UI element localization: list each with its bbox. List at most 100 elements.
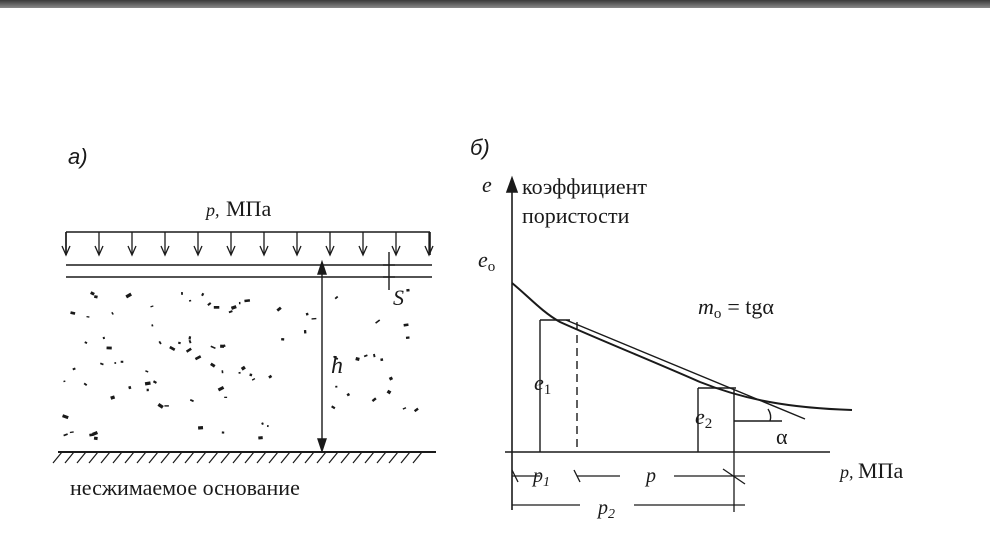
soil-speck	[220, 344, 225, 348]
hatch-stroke	[280, 451, 291, 464]
hatch-stroke	[196, 451, 207, 464]
soil-speck	[224, 396, 228, 398]
soil-speck	[363, 354, 368, 358]
soil-speck	[63, 380, 66, 383]
hatch-stroke	[352, 451, 363, 464]
soil-speck	[333, 355, 339, 360]
hatch-stroke	[52, 451, 63, 464]
soil-speck	[371, 397, 377, 402]
soil-speck	[251, 377, 256, 381]
settlement-label: S	[393, 285, 404, 310]
alpha-label: α	[776, 424, 788, 449]
soil-speck	[150, 305, 154, 308]
soil-speck	[114, 362, 117, 364]
soil-speck	[125, 292, 132, 299]
y-axis-symbol: e	[482, 172, 492, 197]
y-axis-caption-line2: пористости	[522, 203, 630, 228]
soil-speck	[244, 299, 251, 303]
hatch-stroke	[376, 451, 387, 464]
x-axis-symbol: p,	[838, 462, 854, 482]
soil-speck	[217, 385, 225, 392]
hatch-stroke	[412, 451, 423, 464]
panel-a-label: а)	[68, 144, 88, 169]
hatch-stroke	[304, 451, 315, 464]
soil-speck	[194, 355, 202, 361]
soil-speck	[93, 295, 98, 299]
soil-speck	[228, 310, 233, 314]
hatch-stroke	[100, 451, 111, 464]
panel-a: а) p, МПа S h	[52, 144, 436, 500]
soil-speck	[152, 380, 157, 384]
hatch-stroke	[388, 451, 399, 464]
soil-speck	[258, 436, 263, 440]
y-axis	[505, 175, 519, 510]
soil-speck	[223, 344, 226, 348]
hatch-stroke	[268, 451, 279, 464]
soil-speck	[268, 374, 273, 379]
soil-speck	[92, 430, 99, 436]
panel-b: б) e коэффициент пористости p, МПа eo α	[470, 135, 903, 522]
hatch-stroke	[172, 451, 183, 464]
soil-speck	[388, 376, 394, 381]
load-arrowhead	[358, 245, 368, 257]
compression-curve	[511, 282, 853, 411]
soil-speck	[90, 291, 95, 296]
hatch-stroke	[256, 451, 267, 464]
soil-speck	[406, 288, 410, 292]
soil-speck	[169, 345, 176, 351]
soil-speck	[346, 392, 351, 397]
soil-speck	[83, 382, 88, 387]
delta-p-label: p	[644, 465, 656, 487]
top-border-strip	[0, 0, 990, 8]
soil-speck	[164, 405, 169, 407]
load-arrowhead	[325, 245, 335, 257]
soil-speck	[210, 362, 216, 368]
soil-speck	[177, 341, 181, 345]
y-axis-caption-line1: коэффициент	[522, 174, 647, 199]
load-arrowhead	[94, 245, 104, 257]
settlement-marker	[383, 252, 395, 290]
soil-speck	[99, 362, 104, 366]
hatch-stroke	[232, 451, 243, 464]
load-arrowhead	[226, 245, 236, 257]
hatch-stroke	[316, 451, 327, 464]
soil-speck	[386, 389, 392, 395]
hatch-stroke	[292, 451, 303, 464]
hatch-stroke	[244, 451, 255, 464]
alpha-arc	[767, 408, 772, 422]
soil-speck	[266, 425, 269, 428]
soil-speck	[185, 347, 192, 353]
p1-label: p1	[531, 465, 550, 490]
soil-speck	[230, 305, 237, 310]
soil-speck	[375, 319, 381, 324]
hatch-stroke	[208, 451, 219, 464]
hatch-stroke	[160, 451, 171, 464]
soil-speck	[86, 316, 90, 318]
soil-speck	[198, 426, 204, 430]
soil-speck	[240, 365, 246, 371]
soil-speck	[221, 431, 225, 434]
hatch-stroke	[148, 451, 159, 464]
load-arrowhead	[160, 245, 170, 257]
height-label: h	[331, 353, 343, 379]
soil-speck	[84, 341, 88, 345]
hatch-stroke	[340, 451, 351, 464]
soil-speck	[331, 405, 336, 410]
soil-speck	[63, 433, 68, 437]
soil-speck	[72, 367, 76, 371]
hatch-stroke	[184, 451, 195, 464]
soil-speck	[120, 360, 124, 363]
soil-speck	[189, 399, 194, 403]
soil-speck	[249, 373, 253, 377]
soil-speck	[221, 370, 224, 374]
soil-speck	[102, 336, 106, 340]
soil-speck	[373, 353, 376, 358]
load-unit-label: МПа	[226, 196, 271, 221]
hatch-stroke	[328, 451, 339, 464]
soil-speck	[106, 346, 112, 350]
soil-speck	[128, 385, 132, 390]
load-arrowhead	[391, 245, 401, 257]
soil-speckles	[62, 288, 419, 441]
secant-line	[565, 319, 806, 420]
load-arrowhead	[193, 245, 203, 257]
